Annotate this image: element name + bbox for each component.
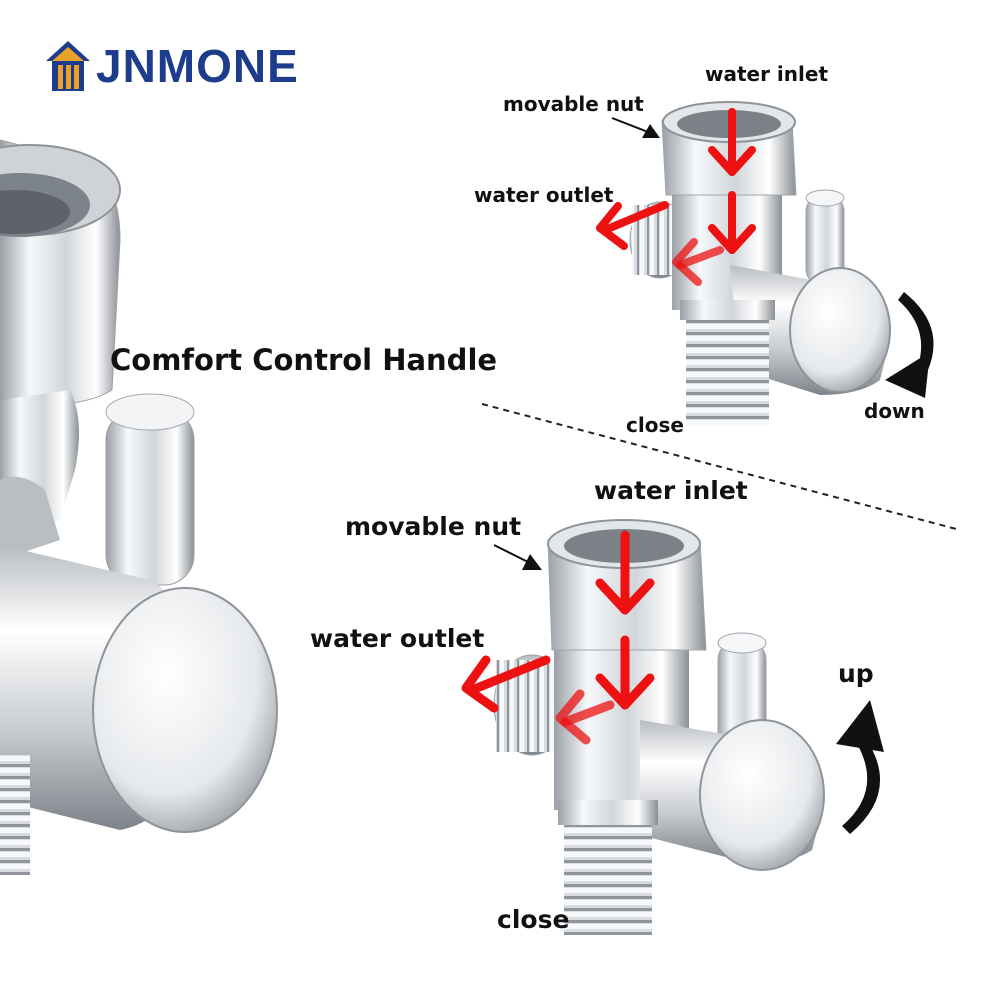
closeup-cap [92, 587, 278, 833]
top-close-label: close [626, 413, 684, 437]
bottom-close-label: close [497, 905, 570, 934]
top-valve [596, 101, 934, 425]
bottom-up-label: up [838, 659, 874, 688]
house-logo-icon [46, 41, 90, 91]
closeup-valve [0, 139, 278, 875]
rotate-down-icon [885, 292, 934, 398]
top-water-inlet-label: water inlet [705, 62, 828, 86]
top-water-outlet-label: water outlet [474, 183, 614, 207]
brand-logo: JNMONE [44, 36, 299, 96]
bottom-movable-nut-label: movable nut [345, 512, 522, 541]
rotate-up-icon [836, 700, 884, 834]
top-movable-nut-label: movable nut [503, 92, 644, 116]
bottom-flow-arrows [461, 530, 655, 745]
closeup-lever [105, 409, 195, 586]
bottom-valve [461, 519, 884, 935]
divider-line [481, 403, 961, 531]
comfort-control-handle-label: Comfort Control Handle [110, 343, 498, 377]
top-down-label: down [864, 399, 925, 423]
bottom-water-inlet-label: water inlet [594, 476, 748, 505]
top-pointer-arrow-icon [611, 117, 660, 138]
bottom-water-outlet-label: water outlet [310, 624, 485, 653]
bottom-pointer-arrow-icon [493, 544, 542, 570]
top-flow-arrows [596, 108, 756, 286]
brand-name: JNMONE [96, 40, 299, 92]
